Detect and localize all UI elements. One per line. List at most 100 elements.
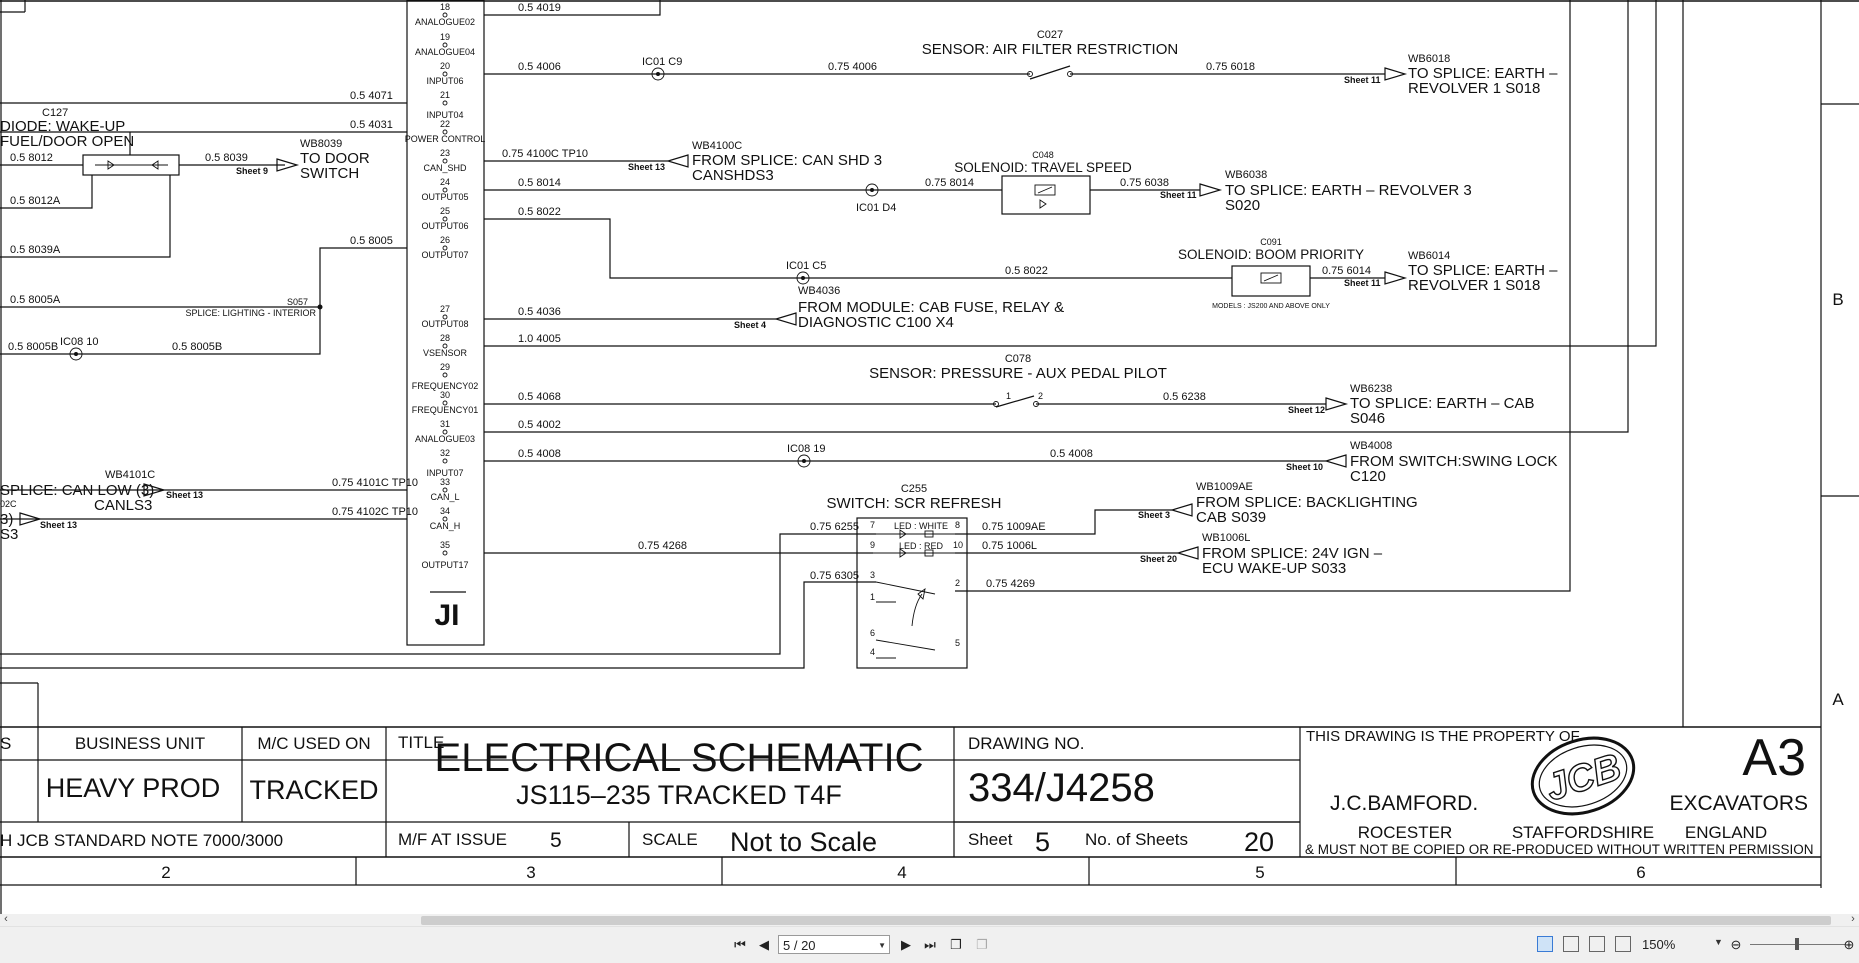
pin-name: CAN_SHD [423, 163, 467, 173]
wire-label: 0.5 4036 [518, 306, 561, 318]
pin-number: 29 [440, 362, 450, 372]
two-page-view-icon[interactable] [1589, 936, 1605, 952]
first-page-icon[interactable]: ⏮ [734, 937, 746, 952]
pin-number: 18 [440, 2, 450, 12]
component-name: FUEL/DOOR OPEN [0, 133, 134, 150]
connection-label: TO SPLICE: EARTH – [1408, 65, 1558, 82]
connection-label: REVOLVER 1 S018 [1408, 80, 1540, 97]
switch-pin: 6 [870, 628, 875, 638]
paper-size: A3 [1742, 729, 1806, 787]
switch-pin: 4 [870, 647, 875, 657]
component-id: C078 [1005, 353, 1031, 365]
copy-pages-icon[interactable]: ❐ [950, 937, 962, 952]
wire-label: 0.5 8012A [10, 195, 61, 207]
wire-label: 0.75 4101C TP10 [332, 477, 418, 489]
country: ENGLAND [1685, 823, 1767, 842]
pin-name: INPUT06 [426, 76, 463, 86]
company-name: J.C.BAMFORD. [1330, 792, 1478, 815]
scroll-left-icon[interactable]: ‹ [4, 913, 8, 925]
pin-number: 26 [440, 235, 450, 245]
pin-name: OUTPUT05 [421, 192, 468, 202]
continuous-view-icon[interactable] [1563, 936, 1579, 952]
sheet-value: 5 [1035, 827, 1050, 857]
connection-id: WB1006L [1202, 532, 1250, 544]
connection-label: TO DOOR [300, 150, 370, 167]
wire-label: 0.5 4008 [518, 448, 561, 460]
pin-number: 24 [440, 177, 450, 187]
horizontal-scrollbar[interactable]: ‹ › [0, 913, 1859, 926]
wire-label: 0.75 1009AE [982, 521, 1046, 533]
zoom-in-icon[interactable]: ⊕ [1843, 937, 1855, 952]
connection-label: FROM SWITCH:SWING LOCK [1350, 453, 1558, 470]
connection-label: TO SPLICE: EARTH – CAB [1350, 395, 1535, 412]
sheet-label: Sheet [968, 830, 1013, 849]
pin-name: POWER CONTROL [405, 134, 486, 144]
wire-label: 0.75 4268 [638, 540, 687, 552]
sheet-ref: Sheet 13 [40, 520, 77, 530]
pin-name: OUTPUT08 [421, 319, 468, 329]
wire-label: 0.75 4269 [986, 578, 1035, 590]
sheet-ref: Sheet 20 [1140, 554, 1177, 564]
wire-label: 0.5 8014 [518, 177, 561, 189]
next-page-icon[interactable]: ▶ [901, 937, 911, 952]
connection-label: S3 [0, 526, 18, 543]
scrollbar-thumb[interactable] [421, 916, 1831, 925]
wire-label: 0.75 6255 [810, 521, 859, 533]
zone-number: 4 [897, 863, 906, 882]
scale-label: SCALE [642, 830, 698, 849]
zoom-level[interactable]: 150% [1642, 937, 1676, 952]
wire-label: 0.5 8005 [350, 235, 393, 247]
connection-id: WB1009AE [1196, 481, 1253, 493]
previous-page-icon[interactable]: ◀ [759, 937, 769, 952]
wire-label: 0.75 8014 [925, 177, 974, 189]
inline-connector-label: IC08 10 [60, 336, 99, 348]
property-note: THIS DRAWING IS THE PROPERTY OF [1306, 728, 1580, 745]
page-selector[interactable]: 5 / 20 ▼ [778, 935, 890, 954]
switch-pin: 1 [870, 592, 875, 602]
wire-label: 0.5 4002 [518, 419, 561, 431]
connection-label: TO SPLICE: EARTH – [1408, 262, 1558, 279]
sheet-ref: Sheet 11 [1344, 278, 1381, 288]
switch-pin: 10 [953, 540, 963, 550]
wire-label: 0.5 4019 [518, 2, 561, 14]
single-page-view-icon[interactable] [1537, 936, 1553, 952]
wire-label: 0.5 4068 [518, 391, 561, 403]
component-name: DIODE: WAKE-UP [0, 118, 125, 135]
connection-label: CANLS3 [94, 497, 152, 514]
two-page-continuous-view-icon[interactable] [1615, 936, 1631, 952]
connection-label: CANSHDS3 [692, 167, 774, 184]
division-name: EXCAVATORS [1670, 792, 1808, 815]
zoom-slider-thumb[interactable] [1795, 938, 1799, 950]
drawing-title-line1: ELECTRICAL SCHEMATIC [435, 736, 924, 780]
component-id: C048 [1032, 150, 1054, 160]
inline-connector-label: IC01 C5 [786, 260, 826, 272]
wire-label: 0.5 4006 [518, 61, 561, 73]
connection-id: WB6018 [1408, 53, 1450, 65]
component-name: SWITCH: SCR REFRESH [826, 495, 1001, 512]
last-page-icon[interactable]: ⏭ [924, 937, 936, 952]
page-indicator: 5 / 20 [783, 938, 816, 953]
connection-id: 02C [0, 499, 17, 509]
wire-label: 1.0 4005 [518, 333, 561, 345]
title-label: TITLE [398, 733, 444, 752]
scroll-right-icon[interactable]: › [1851, 913, 1855, 925]
zone-letter-b: B [1832, 290, 1843, 309]
connection-label: TO SPLICE: EARTH – REVOLVER 3 [1225, 182, 1472, 199]
connection-id: WB6238 [1350, 383, 1392, 395]
pin-name: ANALOGUE02 [415, 17, 475, 27]
title-block-col-s: S [0, 734, 11, 753]
component-name: SENSOR: AIR FILTER RESTRICTION [922, 41, 1178, 58]
drawing-no-label: DRAWING NO. [968, 734, 1084, 753]
connection-id: WB8039 [300, 138, 342, 150]
pin-name: OUTPUT17 [421, 560, 468, 570]
sheet-ref: Sheet 11 [1344, 75, 1381, 85]
zoom-dropdown-icon[interactable]: ▼ [1714, 937, 1723, 947]
zoom-out-icon[interactable]: ⊖ [1730, 937, 1742, 952]
wire-label: 0.5 8005A [10, 294, 61, 306]
paste-pages-icon[interactable]: ❐ [976, 937, 988, 952]
led-white-label: LED : WHITE [894, 521, 948, 531]
switch-pin: 9 [870, 540, 875, 550]
connection-id: WB6038 [1225, 169, 1267, 181]
wire-label: 0.75 4100C TP10 [502, 148, 588, 160]
pin-number: 32 [440, 448, 450, 458]
